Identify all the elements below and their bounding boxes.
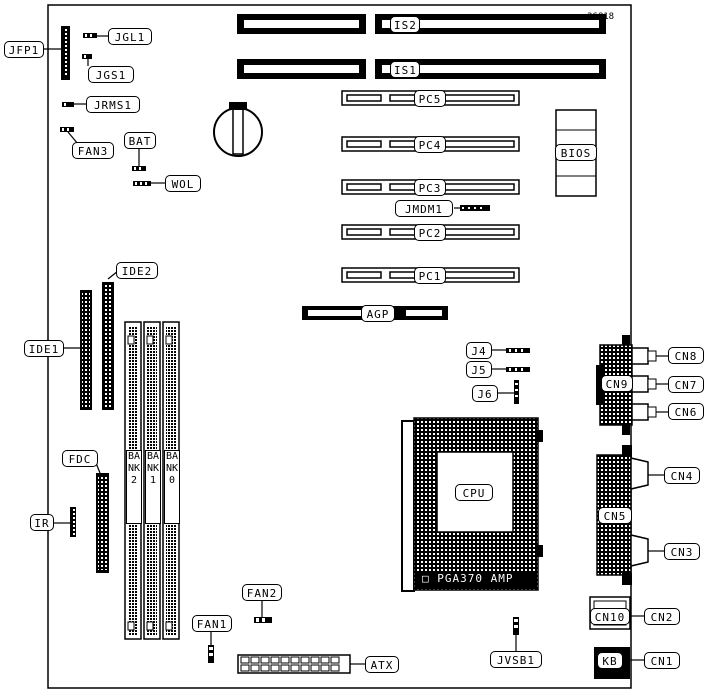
label-jmdm1: JMDM1 [395, 200, 453, 217]
label-is2: IS2 [390, 16, 420, 33]
label-bios: BIOS [555, 144, 597, 161]
fan3-header [60, 127, 74, 132]
label-bank1: BANK1 [145, 450, 161, 524]
audio-jack-cn8 [631, 347, 657, 365]
label-ide1: IDE1 [24, 340, 64, 357]
fan1-header [208, 645, 214, 663]
label-bat: BAT [124, 132, 156, 149]
label-ide2: IDE2 [116, 262, 158, 279]
label-cn6: CN6 [668, 403, 704, 420]
label-cn9: CN9 [601, 375, 633, 392]
label-is1: IS1 [390, 61, 420, 78]
figure-code: 36818 [587, 12, 615, 22]
port-cn3 [630, 534, 649, 567]
audio-jack-cn7 [631, 375, 657, 393]
label-bank2: BANK2 [126, 450, 142, 524]
jgl1-jumper [83, 33, 97, 38]
label-fan1: FAN1 [192, 615, 232, 632]
cpu-socket [401, 417, 543, 592]
label-jgs1: JGS1 [88, 66, 134, 83]
label-cn3: CN3 [664, 543, 700, 560]
label-cn5: CN5 [598, 507, 632, 524]
fan2-header [254, 617, 272, 623]
j5-header [506, 367, 530, 372]
label-atx: ATX [365, 656, 399, 673]
label-cn7: CN7 [668, 376, 704, 393]
jrms1-jumper [62, 102, 74, 107]
label-j6: J6 [472, 385, 498, 402]
label-jfp1: JFP1 [4, 41, 44, 58]
label-ir: IR [30, 514, 54, 531]
label-pga370: □ PGA370 AMP [416, 571, 536, 587]
label-pc4: PC4 [414, 136, 446, 153]
label-jvsb1: JVSB1 [490, 651, 542, 668]
jgs1-jumper [82, 54, 92, 59]
label-jgl1: JGL1 [108, 28, 152, 45]
label-cpu: CPU [455, 484, 493, 501]
label-cn8: CN8 [668, 347, 704, 364]
label-cn1: CN1 [644, 652, 680, 669]
j6-header [514, 380, 519, 404]
label-jrms1: JRMS1 [86, 96, 140, 113]
pga-symbol-icon: □ [422, 572, 438, 585]
jvsb1-header [513, 617, 519, 635]
label-j5: J5 [466, 361, 492, 378]
label-cn4: CN4 [664, 467, 700, 484]
label-kb: KB [597, 652, 623, 669]
label-bank0: BANK0 [164, 450, 180, 524]
bat-jumper [132, 166, 146, 171]
wol-header [133, 181, 151, 186]
label-j4: J4 [466, 342, 492, 359]
label-fan3: FAN3 [72, 142, 114, 159]
j4-header [506, 348, 530, 353]
audio-jack-cn6 [631, 403, 657, 421]
label-pc5: PC5 [414, 90, 446, 107]
label-fan2: FAN2 [242, 584, 282, 601]
label-wol: WOL [165, 175, 201, 192]
jmdm1-header [460, 205, 490, 211]
label-pc1: PC1 [414, 267, 446, 284]
atx-power-connector [237, 654, 351, 674]
label-fdc: FDC [62, 450, 98, 467]
label-cn10: CN10 [590, 608, 630, 625]
label-agp: AGP [361, 305, 395, 322]
port-cn4 [630, 457, 649, 490]
label-pc2: PC2 [414, 224, 446, 241]
battery-icon [213, 102, 263, 157]
label-pc3: PC3 [414, 179, 446, 196]
label-cn2: CN2 [644, 608, 680, 625]
